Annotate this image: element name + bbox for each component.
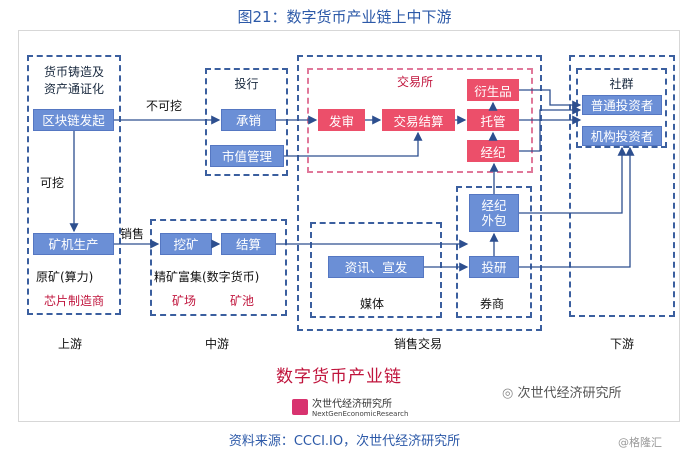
mine-field-label: 矿场 xyxy=(172,294,197,308)
mine-pool-label: 矿池 xyxy=(230,294,255,308)
securities-firm-label: 券商 xyxy=(480,297,505,311)
settlement-box: 结算 xyxy=(221,233,276,255)
mining-machine-box: 矿机生产 xyxy=(33,233,114,255)
upstream-heading-1: 货币铸造及 xyxy=(43,65,104,79)
raw-ore-label: 原矿(算力) xyxy=(36,270,94,284)
watermark: ◎ 次世代经济研究所 xyxy=(502,382,622,401)
downstream-group xyxy=(569,55,675,317)
investment-research-box: 投研 xyxy=(469,256,519,278)
footer-brand: @格隆汇 xyxy=(618,436,662,449)
broker-outsourcing-line1: 经纪 xyxy=(481,198,507,213)
logo-name-en: NextGenEconomicResearch xyxy=(312,410,409,418)
industry-chain-title: 数字货币产业链 xyxy=(276,367,402,387)
market-cap-mgmt-box: 市值管理 xyxy=(210,145,284,167)
arrow-brokerage-to-retail xyxy=(519,105,582,152)
issue-review-box: 发审 xyxy=(318,109,365,131)
broker-outsourcing-box: 经纪 外包 xyxy=(469,194,519,232)
media-label: 媒体 xyxy=(360,297,385,311)
investment-bank-group xyxy=(205,68,288,176)
chip-maker-label: 芯片制造商 xyxy=(43,294,104,308)
mining-group xyxy=(150,219,287,316)
logo: 次世代经济研究所 NextGenEconomicResearch xyxy=(292,395,408,418)
custody-box: 托管 xyxy=(467,109,519,131)
retail-investors-box: 普通投资者 xyxy=(582,95,662,115)
info-promo-box: 资讯、宣发 xyxy=(328,256,424,278)
downstream-label: 下游 xyxy=(610,337,635,351)
logo-icon xyxy=(292,398,308,415)
figure-title: 图21：数字货币产业链上中下游 xyxy=(237,8,452,26)
investment-bank-label: 投行 xyxy=(234,77,259,91)
mineable-label: 可挖 xyxy=(40,176,65,190)
broker-outsourcing-line2: 外包 xyxy=(481,213,507,228)
upstream-group xyxy=(27,55,121,315)
trade-settlement-box: 交易结算 xyxy=(382,109,455,131)
source-note: 资料来源：CCCI.IO，次世代经济研究所 xyxy=(228,434,461,449)
sales-trading-group xyxy=(297,55,542,331)
sales-trading-label: 销售交易 xyxy=(394,337,443,351)
concentrate-label: 精矿富集(数字货币) xyxy=(154,270,260,284)
logo-name-cn: 次世代经济研究所 xyxy=(312,399,392,410)
arrow-derivatives-to-retail xyxy=(519,89,582,110)
community-label: 社群 xyxy=(609,77,634,91)
derivatives-box: 衍生品 xyxy=(467,79,519,101)
watermark-text: 次世代经济研究所 xyxy=(517,386,622,401)
upstream-label: 上游 xyxy=(58,337,83,351)
institutional-investors-box: 机构投资者 xyxy=(582,126,662,146)
underwriting-box: 承销 xyxy=(221,109,276,131)
media-group xyxy=(310,222,442,318)
upstream-heading-2: 资产通证化 xyxy=(43,82,104,96)
arrow-research-to-institution xyxy=(519,146,635,268)
arrow-mktcap-to-trade xyxy=(284,131,423,157)
sales-label: 销售 xyxy=(120,227,145,241)
arrow-outsourcing-to-institution xyxy=(519,146,627,214)
exchange-label: 交易所 xyxy=(396,75,433,89)
midstream-label: 中游 xyxy=(205,337,230,351)
not-mineable-label: 不可挖 xyxy=(146,99,183,113)
brokerage-box: 经纪 xyxy=(467,140,519,162)
blockchain-issue-box: 区块链发起 xyxy=(33,109,114,131)
wechat-icon: ◎ xyxy=(502,386,514,401)
